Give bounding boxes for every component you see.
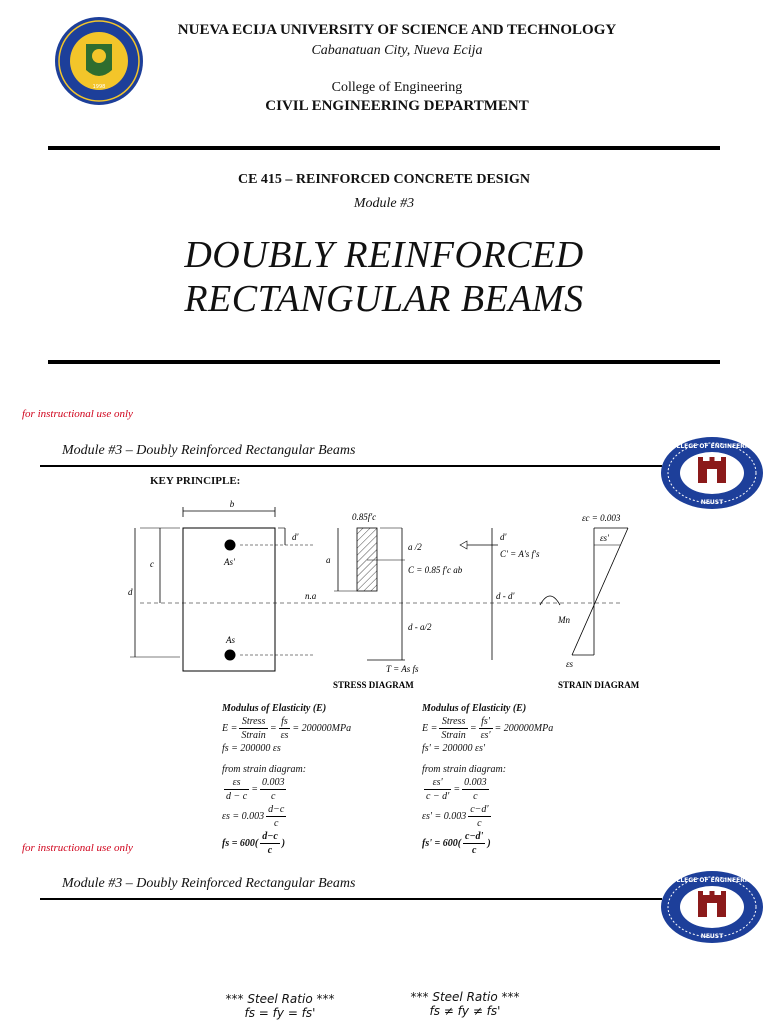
dim-d-minus-dprime: d - d' [496, 591, 515, 601]
stress-085fc: 0.85f'c [352, 512, 376, 522]
department-name: CIVIL ENGINEERING DEPARTMENT [265, 98, 529, 114]
slide-divider-2 [40, 898, 662, 900]
college-badge-logo: COLLEGE OF ENGINEERING NEUST [661, 437, 763, 509]
beam-section [182, 527, 276, 672]
document-title-line2: RECTANGULAR BEAMS [184, 278, 584, 320]
strain-eps-s: εs [566, 659, 574, 669]
university-seal-logo: 1998 [55, 17, 143, 105]
stress-block [356, 527, 378, 592]
university-name: NUEVA ECIJA UNIVERSITY OF SCIENCE AND TE… [177, 22, 617, 38]
svg-text:COLLEGE OF ENGINEERING: COLLEGE OF ENGINEERING [667, 877, 757, 884]
course-title: CE 415 – REINFORCED CONCRETE DESIGN [237, 172, 531, 187]
force-t: T = As fs [386, 664, 419, 674]
svg-text:NEUST: NEUST [701, 499, 724, 506]
formula-fs: fs' = 200000 εs' [422, 743, 486, 754]
formula-heading: Modulus of Elasticity (E) [422, 703, 527, 714]
module-number: Module #3 [353, 196, 415, 211]
dim-a: a [326, 555, 331, 565]
steel-ratio-right-title: *** Steel Ratio *** [410, 990, 520, 1004]
steel-ratio-left: *** Steel Ratio *** fs = fy = fs' [220, 992, 340, 1020]
label-as-prime: As' [223, 557, 236, 567]
college-badge-logo-2: COLLEGE OF ENGINEERING NEUST [661, 871, 763, 943]
cover-divider-bottom [48, 360, 720, 364]
dim-d: d [128, 587, 133, 597]
steel-ratio-right-eq: fs ≠ fy ≠ fs' [429, 1004, 501, 1018]
stress-diagram-label: STRESS DIAGRAM [333, 680, 414, 690]
dim-a-half: a /2 [408, 542, 422, 552]
city-name: Cabanatuan City, Nueva Ecija [311, 43, 483, 58]
svg-text:COLLEGE OF ENGINEERING: COLLEGE OF ENGINEERING [667, 443, 757, 450]
instructional-note-2: for instructional use only [22, 842, 133, 854]
force-c: C = 0.85 f'c ab [408, 565, 463, 575]
dim-d-prime-right: d' [500, 532, 508, 542]
strain-diagram-label: STRAIN DIAGRAM [558, 680, 640, 690]
steel-ratio-left-title: *** Steel Ratio *** [225, 992, 335, 1006]
force-c-prime: C' = A's f's [500, 549, 540, 559]
strain-eps-c: εc = 0.003 [582, 513, 621, 523]
slide-title-2: Module #3 – Doubly Reinforced Rectangula… [62, 876, 356, 891]
dim-d-minus-a2: d - a/2 [408, 622, 432, 632]
svg-text:NEUST: NEUST [701, 933, 724, 940]
slide-title: Module #3 – Doubly Reinforced Rectangula… [62, 443, 356, 458]
document-title-line1: DOUBLY REINFORCED [184, 234, 584, 276]
moment-mn: Mn [557, 615, 570, 625]
formula-from-strain: from strain diagram: [222, 764, 307, 775]
steel-ratio-left-eq: fs = fy = fs' [244, 1006, 316, 1020]
strain-eps-s-prime: εs' [600, 533, 610, 543]
key-principle-label: KEY PRINCIPLE: [150, 475, 241, 487]
compression-bar [224, 539, 236, 551]
tension-bar [224, 649, 236, 661]
slide-divider [40, 465, 662, 467]
label-as: As [225, 635, 235, 645]
formula-fs: fs = 200000 εs [222, 743, 281, 754]
instructional-note: for instructional use only [22, 408, 133, 420]
dim-b: b [230, 499, 235, 509]
formula-heading: Modulus of Elasticity (E) [222, 703, 327, 714]
college-name: College of Engineering [331, 80, 463, 95]
cover-divider-top [48, 146, 720, 150]
formula-fs-final: fs' = 600 (c−d'c) [422, 831, 491, 856]
neutral-axis-label: n.a [305, 591, 317, 601]
dim-d-prime: d' [292, 532, 300, 542]
svg-text:1998: 1998 [93, 84, 106, 90]
document-title: DOUBLY REINFORCED RECTANGULAR BEAMS [0, 234, 768, 320]
beam-diagram: b c d As' As d' n.a 0.85f'c a a /2 C = 0… [128, 499, 640, 690]
formula-eps: εs' = 0.003 c−d'c [422, 804, 491, 829]
formula-from-strain: from strain diagram: [422, 764, 507, 775]
steel-ratio-right: *** Steel Ratio *** fs ≠ fy ≠ fs' [400, 990, 530, 1018]
dim-c: c [150, 559, 154, 569]
